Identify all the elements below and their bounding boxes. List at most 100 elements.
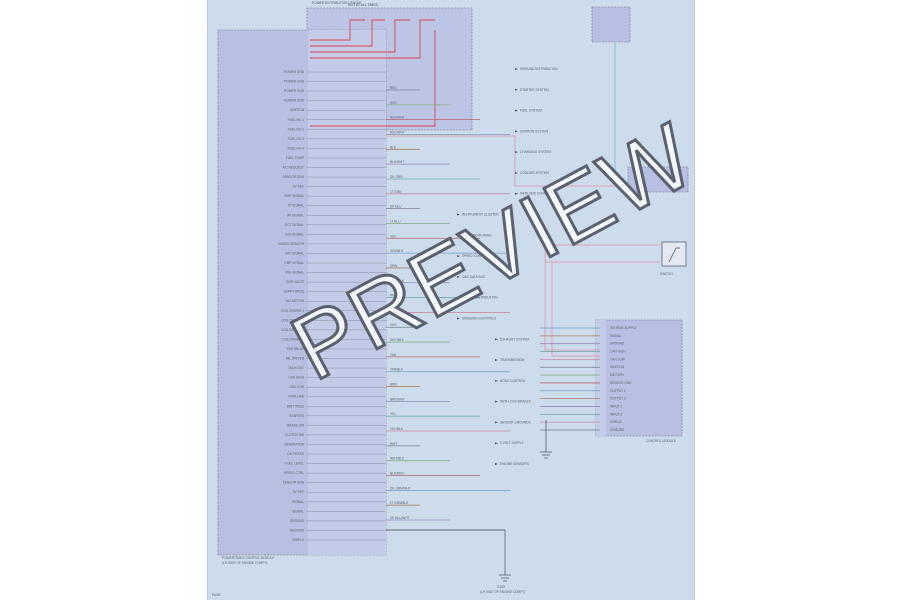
arrow-icon bbox=[457, 317, 460, 320]
module-pin-label: BATTERY bbox=[610, 373, 625, 377]
arrow-icon bbox=[495, 442, 498, 445]
bus-wire-label: GRY/BLK bbox=[390, 338, 405, 342]
pcm-pin-label: FUEL INJ 4 bbox=[288, 146, 305, 150]
bus-wire-label: LT BLU bbox=[390, 219, 401, 223]
arrow-icon bbox=[457, 275, 460, 278]
pcm-pin-label: POWER GND bbox=[284, 89, 305, 93]
destination-label: ANTI-LOCK BRAKES bbox=[500, 400, 531, 404]
bus-wire-label: PNK bbox=[390, 294, 397, 298]
switch-label: SWITCH bbox=[660, 272, 673, 276]
pcm-pin-label: FUEL INJ 3 bbox=[288, 137, 305, 141]
control-module bbox=[595, 319, 683, 437]
pcm-pin-label: OIL PRESS bbox=[287, 452, 304, 456]
pcm-pin-label: FUEL PUMP bbox=[286, 156, 304, 160]
pcm-pin-label: MIL DRIVER bbox=[286, 357, 305, 361]
pcm-pin-label: COIL DRIVER 3 bbox=[281, 328, 304, 332]
destination-label: SENSOR GROUNDS bbox=[500, 420, 531, 424]
arrow-icon bbox=[515, 109, 518, 112]
pcm-pin-label: CAN LOW bbox=[289, 385, 304, 389]
pcm-location: (LH SIDE OF ENGINE COMPT) bbox=[222, 561, 267, 565]
right-component bbox=[627, 166, 689, 193]
pcm-pin-label: STARTER bbox=[289, 414, 304, 418]
pcm-pin-label: BRAKE SW bbox=[287, 423, 304, 427]
pcm-pin-label: SENSOR GND bbox=[283, 175, 305, 179]
pcm-pin-label: MAP SIGNAL bbox=[285, 194, 305, 198]
pcm-pin-label: KNOCK SENSOR bbox=[278, 242, 304, 246]
pcm-pin-label: 5V REF bbox=[293, 490, 304, 494]
bus-wire-label: WHT/BLK bbox=[390, 457, 405, 461]
bus-wire-label: BLK/RED bbox=[390, 472, 404, 476]
bus-wire-label: WHT bbox=[390, 442, 397, 446]
pcm-pin-label: SIGNAL bbox=[292, 509, 304, 513]
module-pin-label: SENSOR SUPPLY bbox=[610, 326, 638, 330]
module-pin-label: IGNITION bbox=[610, 365, 625, 369]
arrow-icon bbox=[515, 171, 518, 174]
module-pin-label: INPUT 1 bbox=[610, 404, 622, 408]
arrow-icon bbox=[495, 338, 498, 341]
arrow-icon bbox=[457, 213, 460, 216]
arrow-icon bbox=[457, 234, 460, 237]
ground-symbol bbox=[386, 420, 552, 582]
module-pin-label: OUTPUT 2 bbox=[610, 397, 626, 401]
bus-wire-label: BLK/WHT bbox=[390, 160, 404, 164]
pcm-pin-label: GROUND bbox=[290, 528, 305, 532]
pcm-connector bbox=[308, 30, 386, 555]
bus-wire-label: ORN bbox=[390, 264, 398, 268]
bus-wire-label: RED bbox=[390, 86, 397, 90]
pcm-pin-label: IAT SIGNAL bbox=[287, 213, 304, 217]
arrow-icon bbox=[457, 296, 460, 299]
module-pin-label: INPUT 2 bbox=[610, 412, 622, 416]
fuse-block-label: POWER DISTRIBUTION CENTER bbox=[312, 1, 362, 5]
bus-wire-label: DK BLU/WHT bbox=[390, 516, 410, 520]
module-pin-label: SIGNAL bbox=[610, 334, 622, 338]
bus-wire-label: GRY bbox=[390, 323, 398, 327]
bus-wire-label: RED bbox=[390, 101, 397, 105]
destination-label: IGNITION SYSTEM bbox=[520, 129, 549, 133]
bus-wire-label: RED/WHT bbox=[390, 116, 405, 120]
arrow-icon bbox=[495, 421, 498, 424]
pcm-pin-label: 5V REF bbox=[293, 185, 304, 189]
pcm-pin-label: POWER GND bbox=[284, 80, 305, 84]
pcm-pin-label: COIL DRIVER 2 bbox=[281, 318, 304, 322]
destination-label: INSTRUMENT CLUSTER bbox=[462, 213, 499, 217]
bus-wire-label: RED/WHT bbox=[390, 130, 405, 134]
pcm-pin-label: BATT FEED bbox=[287, 404, 305, 408]
destination-label: CHARGING SYSTEM bbox=[520, 150, 552, 154]
destination-label: DATA LINK CONNECTOR bbox=[520, 192, 558, 196]
destination-label: 5 VOLT SUPPLY bbox=[500, 441, 525, 445]
module-pin-label: CAN HIGH bbox=[610, 350, 626, 354]
destination-label: STARTER SYSTEM bbox=[520, 88, 549, 92]
power-wires bbox=[310, 19, 660, 357]
arrow-icon bbox=[495, 463, 498, 465]
arrow-icon bbox=[515, 130, 518, 133]
destination-label: EMISSION CONTROLS bbox=[462, 316, 496, 320]
pcm-pin-label: GROUND bbox=[290, 519, 305, 523]
pcm-pin-label: A/C REQUEST bbox=[282, 166, 304, 170]
destination-label: ENGINE SENSORS bbox=[500, 462, 529, 466]
pcm-pin-label: TP SIGNAL bbox=[287, 204, 304, 208]
bus-wire-label: YEL/BLK bbox=[390, 427, 404, 431]
destination-label: POWER DISTRIBUTION bbox=[462, 296, 498, 300]
header-title: HOT AT ALL TIMES bbox=[348, 3, 379, 7]
bus-wire-label: ORN/BLK bbox=[390, 279, 405, 283]
ground-location: (LH SIDE OF ENGINE COMPT) bbox=[480, 590, 525, 594]
arrow-icon bbox=[515, 151, 518, 154]
pcm-pin-rows: POWER GND POWER GND POWER GND POWER GND IGNI… bbox=[278, 67, 558, 542]
arrow-icon bbox=[457, 255, 460, 258]
pcm-pin-label: EVAP PURGE bbox=[284, 290, 304, 294]
pcm-pin-label: SPEED CTRL bbox=[284, 471, 304, 475]
pcm-pin-label: POWER GND bbox=[284, 70, 305, 74]
module-pin-label: CAN LOW bbox=[610, 357, 625, 361]
pcm-pin-label: IAC MOTOR bbox=[286, 299, 305, 303]
bus-wire-label: LT GRN/BLK bbox=[390, 501, 409, 505]
pcm-pin-label: POWER GND bbox=[284, 99, 305, 103]
pcm-pin-label: EGR VALVE bbox=[286, 280, 304, 284]
pcm-pin-label: COIL DRIVER 4 bbox=[281, 337, 304, 341]
destination-label: FUEL SYSTEM bbox=[520, 109, 542, 113]
arrow-icon bbox=[495, 359, 498, 362]
bus-wire-label: VIO/WHT bbox=[390, 249, 404, 253]
module-pin-label: SENSOR GND bbox=[610, 381, 632, 385]
module-label: CONTROL MODULE bbox=[646, 439, 676, 443]
pcm-pin-label: CMP SIGNAL bbox=[284, 261, 304, 265]
